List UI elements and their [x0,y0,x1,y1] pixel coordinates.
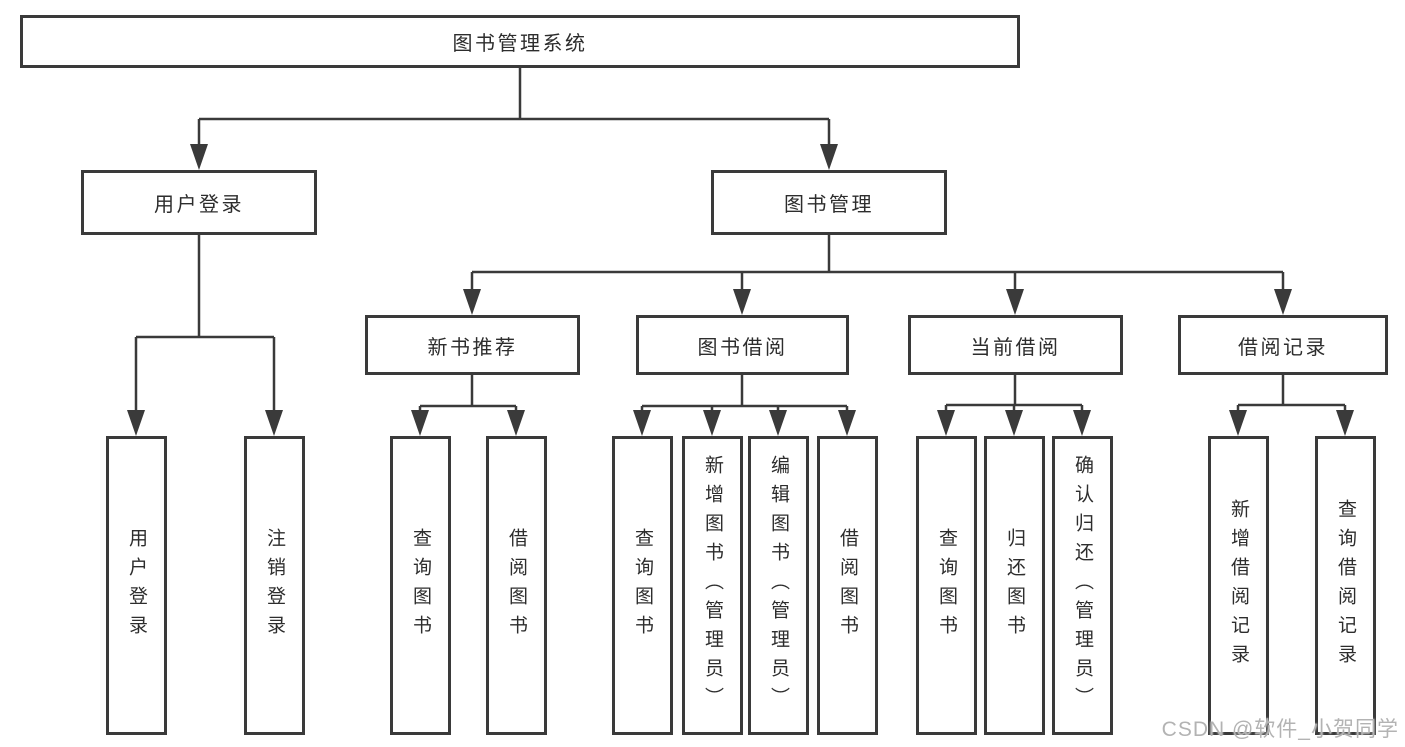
leaf-add-book-admin-label: 新增图书（管理员） [702,455,723,716]
leaf-borrow-book-2-label: 借阅图书 [837,527,858,644]
leaf-add-book-admin: 新增图书（管理员） [682,436,743,735]
arrowheads [127,144,1354,436]
leaf-borrow-book-1-label: 借阅图书 [506,527,527,644]
leaf-query-book-2-label: 查询图书 [632,527,653,644]
node-borrow-record-label: 借阅记录 [1238,336,1328,359]
connector-bookborrow-to-leaves [640,375,849,413]
node-new-book-recommend-label: 新书推荐 [427,336,518,359]
leaf-edit-book-admin-label: 编辑图书（管理员） [768,455,789,716]
leaf-user-login-label: 用户登录 [126,527,147,644]
leaf-logout: 注销登录 [244,436,305,735]
connector-newbook-to-leaves [418,375,518,413]
leaf-edit-book-admin: 编辑图书（管理员） [748,436,809,735]
leaf-query-book-1: 查询图书 [390,436,451,735]
node-book-borrow: 图书借阅 [636,315,849,375]
leaf-return-book-label: 归还图书 [1004,527,1025,644]
node-book-management: 图书管理 [711,170,947,235]
node-book-management-label: 图书管理 [784,194,874,216]
leaf-add-borrow-record-label: 新增借阅记录 [1228,498,1249,673]
node-user-login-label: 用户登录 [154,194,244,216]
leaf-query-borrow-record: 查询借阅记录 [1315,436,1376,735]
connector-currentborrow-to-leaves [944,375,1084,413]
connector-root-to-level2 [197,68,831,146]
node-root: 图书管理系统 [20,15,1020,68]
node-current-borrow: 当前借阅 [908,315,1123,375]
leaf-borrow-book-2: 借阅图书 [817,436,878,735]
node-new-book-recommend: 新书推荐 [365,315,580,375]
node-user-login: 用户登录 [81,170,317,235]
connector-bookmgmt-to-level3 [470,235,1285,292]
node-book-borrow-label: 图书借阅 [697,336,788,359]
leaf-query-book-3-label: 查询图书 [936,527,957,644]
connector-borrowrecord-to-leaves [1236,375,1347,413]
node-borrow-record: 借阅记录 [1178,315,1388,375]
leaf-user-login: 用户登录 [106,436,167,735]
connector-userlogin-to-leaves [134,235,276,413]
leaf-query-book-1-label: 查询图书 [410,527,431,644]
leaf-logout-label: 注销登录 [264,527,285,644]
leaf-confirm-return-admin-label: 确认归还（管理员） [1072,455,1093,716]
leaf-query-borrow-record-label: 查询借阅记录 [1335,498,1356,673]
node-root-label: 图书管理系统 [452,33,588,55]
leaf-confirm-return-admin: 确认归还（管理员） [1052,436,1113,735]
leaf-add-borrow-record: 新增借阅记录 [1208,436,1269,735]
leaf-borrow-book-1: 借阅图书 [486,436,547,735]
leaf-query-book-2: 查询图书 [612,436,673,735]
leaf-query-book-3: 查询图书 [916,436,977,735]
node-current-borrow-label: 当前借阅 [970,336,1061,359]
leaf-return-book: 归还图书 [984,436,1045,735]
